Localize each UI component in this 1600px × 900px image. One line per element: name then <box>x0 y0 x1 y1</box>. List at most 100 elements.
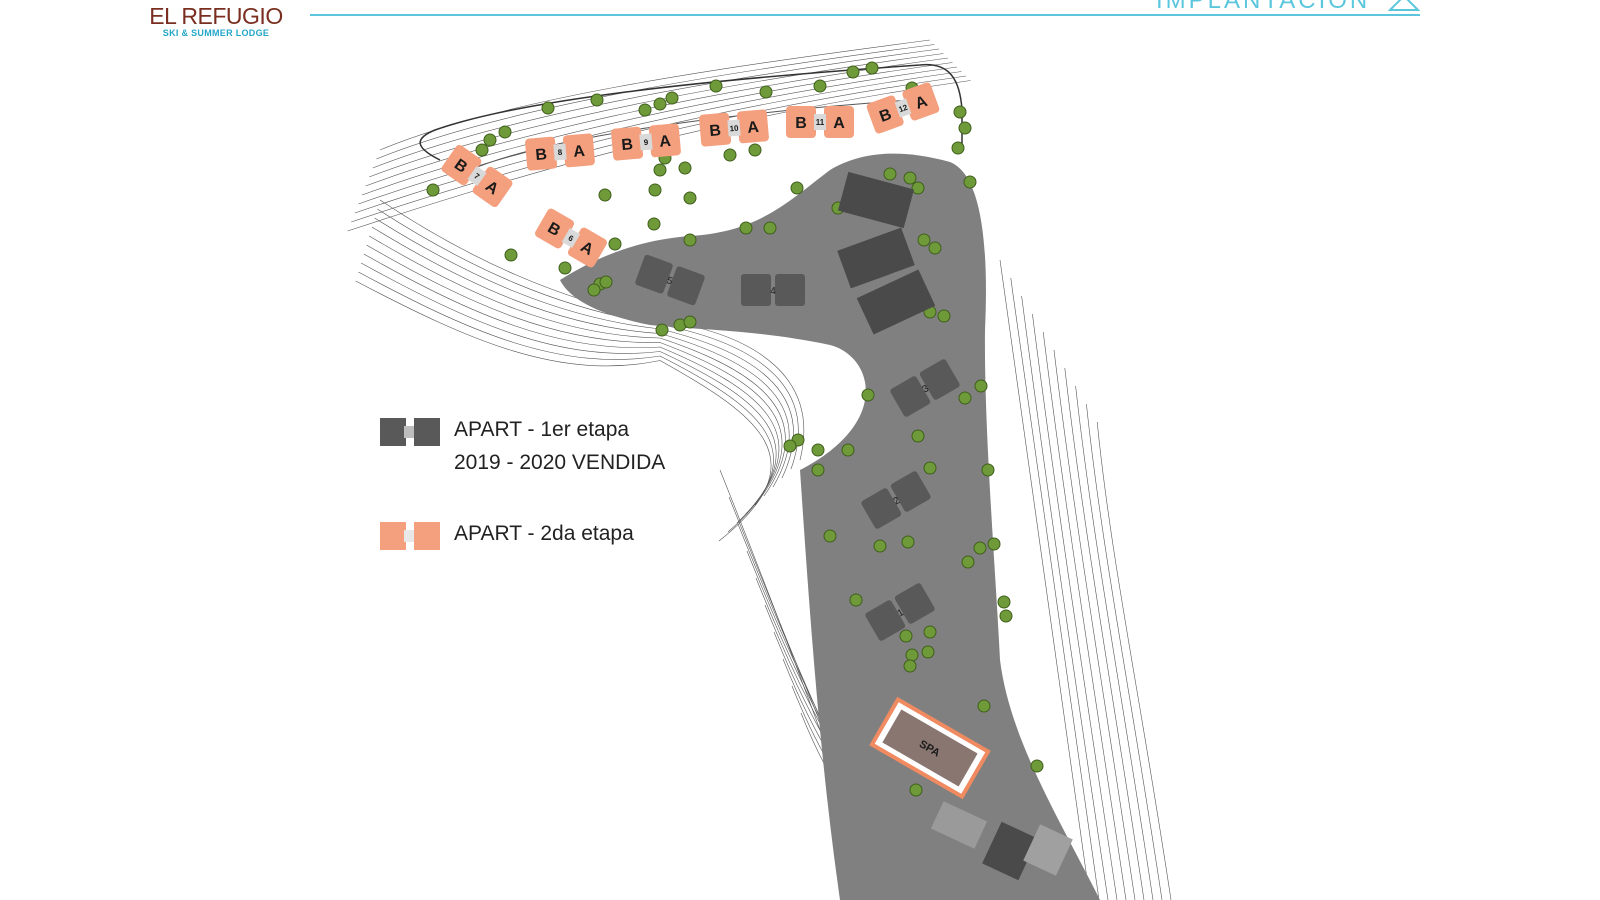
unit-side-b: B <box>535 146 548 164</box>
contour-line <box>1075 385 1154 900</box>
phase2-unit-number: 9 <box>643 138 649 147</box>
tree-marker <box>683 233 697 247</box>
tree-marker <box>958 121 972 135</box>
contour-line <box>366 244 783 506</box>
tree-marker <box>846 65 860 79</box>
page-title: IMPLANTACION <box>1156 0 1371 14</box>
tree-marker <box>921 645 935 659</box>
tree-marker <box>759 85 773 99</box>
tree-marker <box>653 97 667 111</box>
lodge-building <box>837 171 915 229</box>
tree-marker <box>987 537 1001 551</box>
header-rule <box>310 14 1420 16</box>
tree-marker <box>901 535 915 549</box>
phase1-apartment-2: 2 <box>861 471 931 529</box>
tree-marker <box>590 93 604 107</box>
tree-marker <box>911 181 925 195</box>
contour-line <box>369 235 786 497</box>
contour-line <box>363 253 780 515</box>
tree-marker <box>475 143 489 157</box>
tree-marker <box>917 233 931 247</box>
contour-line <box>361 62 953 196</box>
tree-marker <box>739 221 753 235</box>
unit-side-a: A <box>833 115 845 132</box>
phase2-unit-number: 11 <box>816 118 825 127</box>
tree-marker <box>587 283 601 297</box>
contour-line <box>1064 367 1145 900</box>
tree-marker <box>783 439 797 453</box>
contour-line <box>372 48 940 169</box>
contour-line <box>1086 403 1163 900</box>
tree-marker <box>861 388 875 402</box>
tree-marker <box>937 309 951 323</box>
tree-marker <box>974 379 988 393</box>
mountain-icon <box>1388 0 1420 11</box>
phase2-apartment-7: BA7 <box>441 144 513 208</box>
tree-marker <box>683 315 697 329</box>
tree-marker <box>903 171 917 185</box>
tree-marker <box>558 261 572 275</box>
tree-marker <box>648 183 662 197</box>
contour-line <box>1042 331 1127 900</box>
tree-marker <box>909 783 923 797</box>
unit-side-b: B <box>795 115 807 132</box>
phase2-unit-number: 8 <box>557 148 563 157</box>
phase1-apartment-5: 5 <box>635 254 705 306</box>
tree-marker <box>504 248 518 262</box>
tree-marker <box>598 188 612 202</box>
tree-marker <box>683 191 697 205</box>
phase2-apartment-11: B A 11 <box>786 106 854 138</box>
tree-marker <box>981 463 995 477</box>
tree-marker <box>883 167 897 181</box>
contour-line <box>355 280 772 542</box>
unit-side-a: A <box>747 119 760 137</box>
phase1-unit-number: 5 <box>665 275 674 287</box>
phase1-apartment-3: 3 <box>890 359 960 417</box>
phase2-swatch <box>380 522 440 550</box>
contour-line <box>1032 313 1118 900</box>
contour-line <box>358 271 774 533</box>
phase1-unit-number: 1 <box>896 607 907 620</box>
tree-marker <box>963 175 977 189</box>
tree-marker <box>653 163 667 177</box>
tree-marker <box>928 241 942 255</box>
phase1-unit-number: 4 <box>770 286 776 297</box>
tree-marker <box>813 79 827 93</box>
tree-marker <box>841 443 855 457</box>
unit-side-b: B <box>877 106 894 126</box>
tree-marker <box>599 275 613 289</box>
contour-line <box>360 262 777 524</box>
tree-marker <box>977 699 991 713</box>
tree-marker <box>638 103 652 117</box>
brand-tagline: SKI & SUMMER LODGE <box>162 28 270 38</box>
tree-marker <box>647 217 661 231</box>
service-buildings <box>930 801 1073 881</box>
unit-side-a: A <box>659 133 672 151</box>
brand-name: EL REFUGIO <box>149 3 283 29</box>
tree-marker <box>811 443 825 457</box>
brand-logo: EL REFUGIO SKI & SUMMER LODGE <box>146 2 286 38</box>
road-area <box>560 153 1100 900</box>
phase2-unit-number: 6 <box>567 233 576 243</box>
tree-marker <box>923 625 937 639</box>
tree-marker <box>426 183 440 197</box>
tree-marker <box>911 429 925 443</box>
phase1-apartments: 1 2 3 4 5 <box>635 171 960 641</box>
tree-marker <box>823 529 837 543</box>
tree-marker <box>903 659 917 673</box>
contour-line <box>369 53 944 178</box>
tree-marker <box>811 463 825 477</box>
tree-marker <box>790 181 804 195</box>
tree-marker <box>953 105 967 119</box>
tree-marker <box>905 648 919 662</box>
access-road-outline <box>419 64 963 161</box>
tree-marker <box>608 237 622 251</box>
lodge-building <box>837 227 915 289</box>
tree-marker <box>973 541 987 555</box>
tree-marker <box>951 141 965 155</box>
phase2-unit-number: 12 <box>897 103 909 115</box>
